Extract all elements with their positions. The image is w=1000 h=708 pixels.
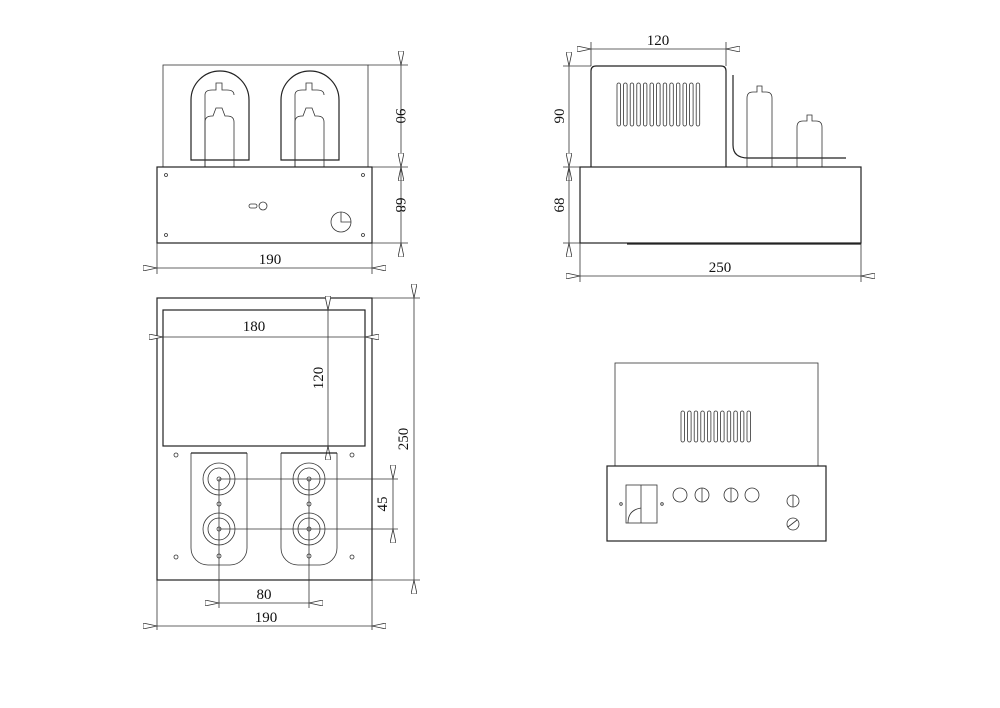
chassis-front: [156, 166, 373, 244]
vent-slot: [695, 82, 701, 127]
vent-slot: [636, 82, 641, 127]
input-jack: [672, 487, 688, 503]
mounting-hole: [349, 554, 355, 560]
vent-slot: [693, 410, 699, 443]
power-inlet: [786, 517, 800, 531]
side-view: 120 90 68 250: [552, 33, 861, 282]
dim-label-90: 90: [552, 109, 568, 124]
vent-slot: [680, 410, 685, 443]
vent-slot: [682, 82, 687, 127]
vent-slot: [720, 410, 725, 443]
dim-label-250: 250: [396, 428, 412, 451]
chassis-top: [156, 297, 373, 581]
power-indicator: [258, 201, 268, 211]
tube-shield-left: [190, 70, 250, 167]
volume-knob: [330, 211, 352, 233]
vent-slot: [629, 82, 635, 127]
vent-slot: [740, 410, 745, 443]
dim-label-45: 45: [375, 497, 391, 512]
power-tube: [746, 85, 773, 167]
chassis-cable: [732, 75, 846, 159]
tube-sockets: [173, 452, 355, 560]
indicator-led: [248, 203, 258, 209]
rear-view: [606, 362, 827, 542]
dim-label-180: 180: [243, 319, 266, 335]
front-view: 90 68 190: [157, 65, 408, 274]
vent-slot: [700, 410, 705, 443]
preamp-tube: [796, 114, 823, 167]
dim-label-190: 190: [259, 252, 282, 268]
mounting-hole: [173, 452, 179, 458]
vent-slot: [669, 82, 674, 127]
chassis-rear: [606, 465, 827, 542]
dim-label-68: 68: [552, 198, 568, 213]
vent-slot: [649, 82, 654, 127]
vent-slots: [616, 82, 701, 127]
dim-label-80: 80: [257, 587, 272, 603]
vent-slot: [733, 410, 738, 443]
dim-label-120: 120: [647, 33, 670, 49]
vent-slot: [713, 410, 718, 443]
vent-slot: [689, 82, 694, 127]
dim-label-90: 90: [392, 109, 408, 124]
power-switch: [619, 484, 664, 524]
top-view: 180 120 45 250 80 190: [157, 298, 420, 630]
vent-slot: [707, 410, 712, 443]
vent-slot: [746, 410, 751, 443]
vent-slot: [662, 82, 668, 127]
dim-label-68: 68: [392, 198, 408, 213]
transformer-cover-rear: [614, 362, 819, 467]
mounting-hole: [173, 554, 179, 560]
transformer-cover: [590, 65, 727, 167]
dim-label-190: 190: [255, 610, 278, 626]
mounting-hole: [349, 452, 355, 458]
vent-slot: [656, 82, 661, 127]
vent-slot: [616, 82, 621, 127]
vent-slot: [687, 410, 692, 443]
tube-cage-outline: [162, 64, 369, 168]
vent-slot: [676, 82, 681, 127]
chassis-side: [579, 166, 862, 244]
tube-shield-right: [280, 70, 340, 167]
dim-label-250: 250: [709, 260, 732, 276]
vent-slot: [726, 410, 732, 443]
transformer-cover-top: [162, 309, 366, 447]
vent-slots: [680, 410, 751, 443]
vent-slot: [623, 82, 628, 127]
input-jack: [744, 487, 760, 503]
vent-slot: [643, 82, 648, 127]
dim-label-120: 120: [311, 367, 327, 390]
